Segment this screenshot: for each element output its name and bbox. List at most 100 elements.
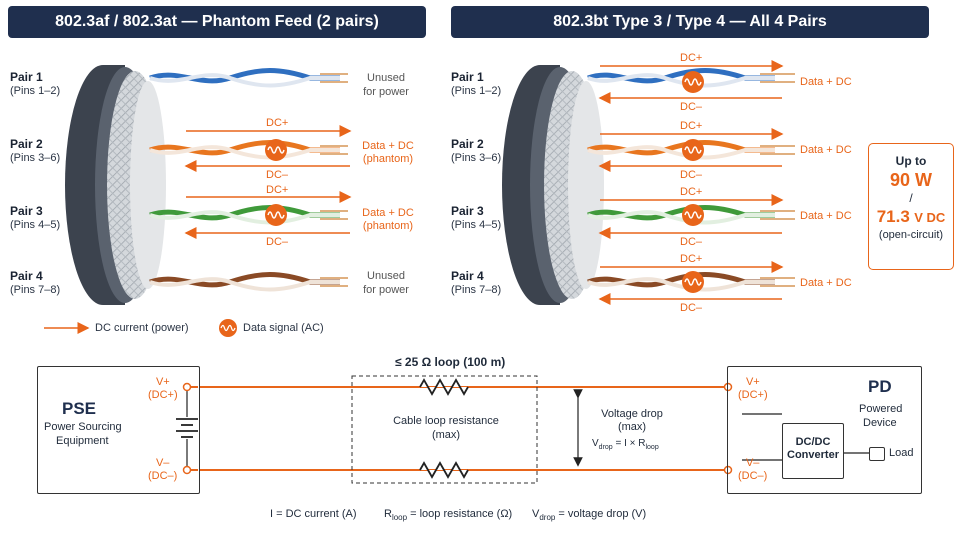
left-pair-3-wire xyxy=(149,205,348,225)
v-def: = voltage drop (V) xyxy=(555,508,647,520)
pair-name: Pair 2 xyxy=(451,137,484,151)
pair-pins: (Pins 1–2) xyxy=(451,85,502,97)
pair-name: Pair 3 xyxy=(451,204,484,218)
volts-line: 71.3 V DC xyxy=(869,207,953,227)
left-pair2-note: Data + DC (phantom) xyxy=(356,140,420,166)
pair-pins: (Pins 7–8) xyxy=(451,284,502,296)
terminal-desc: (DC+) xyxy=(148,389,178,401)
legend-data-label: Data signal (AC) xyxy=(243,322,324,334)
right-pair1-dcplus-label: DC+ xyxy=(680,52,703,64)
signal-icon xyxy=(682,139,704,161)
right-pair4-dcminus-label: DC– xyxy=(680,302,703,314)
cable-loop-line: (max) xyxy=(431,429,461,441)
right-title: 802.3bt Type 3 / Type 4 — All 4 Pairs xyxy=(553,13,827,30)
pair-pins: (Pins 7–8) xyxy=(10,284,61,296)
note-line: for power xyxy=(363,86,409,98)
terminal-name: V– xyxy=(155,457,170,469)
pd-vplus-label: V+ (DC+) xyxy=(738,376,768,402)
signal-icon xyxy=(682,271,704,293)
terminal-name: V– xyxy=(745,457,760,469)
footer-current-def: I = DC current (A) xyxy=(270,508,357,520)
watts-text: 90 W xyxy=(889,170,932,190)
load-box xyxy=(869,447,885,461)
left-pair-2-label: Pair 2(Pins 3–6) xyxy=(10,137,60,165)
right-pair3-note: Data + DC xyxy=(800,210,852,222)
pd-vminus-label: V– (DC–) xyxy=(738,457,767,483)
note-line: Unused xyxy=(367,72,405,84)
r-main: R xyxy=(384,508,392,520)
left-pair4-note: Unused for power xyxy=(356,269,416,297)
note-line: Unused xyxy=(367,270,405,282)
pair-name: Pair 2 xyxy=(10,137,43,151)
left-pair2-dcplus-label: DC+ xyxy=(266,117,289,129)
pair-pins: (Pins 3–6) xyxy=(451,152,502,164)
dcdc-line: Converter xyxy=(787,449,839,461)
terminal-name: V+ xyxy=(155,376,170,388)
pse-title: PSE xyxy=(62,399,97,418)
left-pair2-dcminus-label: DC– xyxy=(266,169,289,181)
right-pair-1-wire xyxy=(587,68,795,88)
left-pair-1-label: Pair 1(Pins 1–2) xyxy=(10,70,60,98)
right-pair-4-wire xyxy=(587,272,795,292)
left-pair3-dcminus-label: DC– xyxy=(266,236,289,248)
volts-unit: V DC xyxy=(914,210,946,225)
pd-box: PD Powered Device xyxy=(727,366,922,494)
pair-pins: (Pins 3–6) xyxy=(10,152,61,164)
pd-title: PD xyxy=(868,377,892,396)
right-pair-3-label: Pair 3(Pins 4–5) xyxy=(451,204,501,232)
signal-icon xyxy=(265,139,287,161)
right-pair-2-label: Pair 2(Pins 3–6) xyxy=(451,137,501,165)
r-sub: loop xyxy=(391,513,408,523)
r-def: = loop resistance (Ω) xyxy=(407,508,513,520)
left-title-banner: 802.3af / 802.3at — Phantom Feed (2 pair… xyxy=(8,6,426,38)
dcdc-line: DC/DC xyxy=(795,436,831,448)
volts-value: 71.3 xyxy=(876,207,910,226)
left-pair-2-wire xyxy=(149,140,348,160)
pse-vminus-label: V– (DC–) xyxy=(148,457,177,483)
signal-icon xyxy=(682,71,704,93)
pair-name: Pair 4 xyxy=(451,269,484,283)
open-circuit-text: (open-circuit) xyxy=(878,229,944,241)
pse-vplus-label: V+ (DC+) xyxy=(148,376,178,402)
right-pair2-dcplus-label: DC+ xyxy=(680,120,703,132)
vdrop-line: Voltage drop xyxy=(601,408,663,420)
v-sub: drop xyxy=(539,513,556,523)
left-pair-4-label: Pair 4(Pins 7–8) xyxy=(10,269,60,297)
left-pair3-dcplus-label: DC+ xyxy=(266,184,289,196)
note-line: (phantom) xyxy=(362,220,414,232)
pd-subtitle-1: Powered xyxy=(859,403,903,415)
signal-icon xyxy=(265,204,287,226)
slash-text: / xyxy=(909,191,913,205)
voltage-drop-formula: Vdrop = I × Rloop xyxy=(592,438,659,451)
left-pair-4-wire xyxy=(149,272,348,292)
terminal-desc: (DC–) xyxy=(738,470,768,482)
signal-icon xyxy=(682,204,704,226)
right-pair3-dcminus-label: DC– xyxy=(680,236,703,248)
dcdc-converter-box: DC/DC Converter xyxy=(782,423,844,479)
pse-box: PSE Power Sourcing Equipment xyxy=(37,366,200,494)
right-pair3-dcplus-label: DC+ xyxy=(680,186,703,198)
pair-pins: (Pins 1–2) xyxy=(10,85,61,97)
right-pair2-dcminus-label: DC– xyxy=(680,169,703,181)
resistor-top xyxy=(419,378,469,396)
pd-subtitle-2: Device xyxy=(863,417,897,429)
right-pair-1-label: Pair 1(Pins 1–2) xyxy=(451,70,501,98)
cable-loop-text: Cable loop resistance (max) xyxy=(382,414,510,442)
right-title-banner: 802.3bt Type 3 / Type 4 — All 4 Pairs xyxy=(451,6,929,38)
pse-subtitle-2: Equipment xyxy=(56,435,109,447)
left-pair1-note: Unused for power xyxy=(356,71,416,99)
note-line: for power xyxy=(363,284,409,296)
right-pair-2-wire xyxy=(587,140,795,160)
left-pair-3-label: Pair 3(Pins 4–5) xyxy=(10,204,60,232)
footer-resistance-def: Rloop = loop resistance (Ω) xyxy=(384,508,512,522)
resistor-bottom xyxy=(419,461,469,479)
left-cable xyxy=(65,65,166,305)
left-pair-1-wire xyxy=(149,68,348,88)
right-cable xyxy=(502,65,604,305)
right-pair4-note: Data + DC xyxy=(800,277,852,289)
max-power-box: Up to 90 W / 71.3 V DC (open-circuit) xyxy=(868,143,954,270)
pse-subtitle-1: Power Sourcing xyxy=(44,421,122,433)
pair-pins: (Pins 4–5) xyxy=(451,219,502,231)
